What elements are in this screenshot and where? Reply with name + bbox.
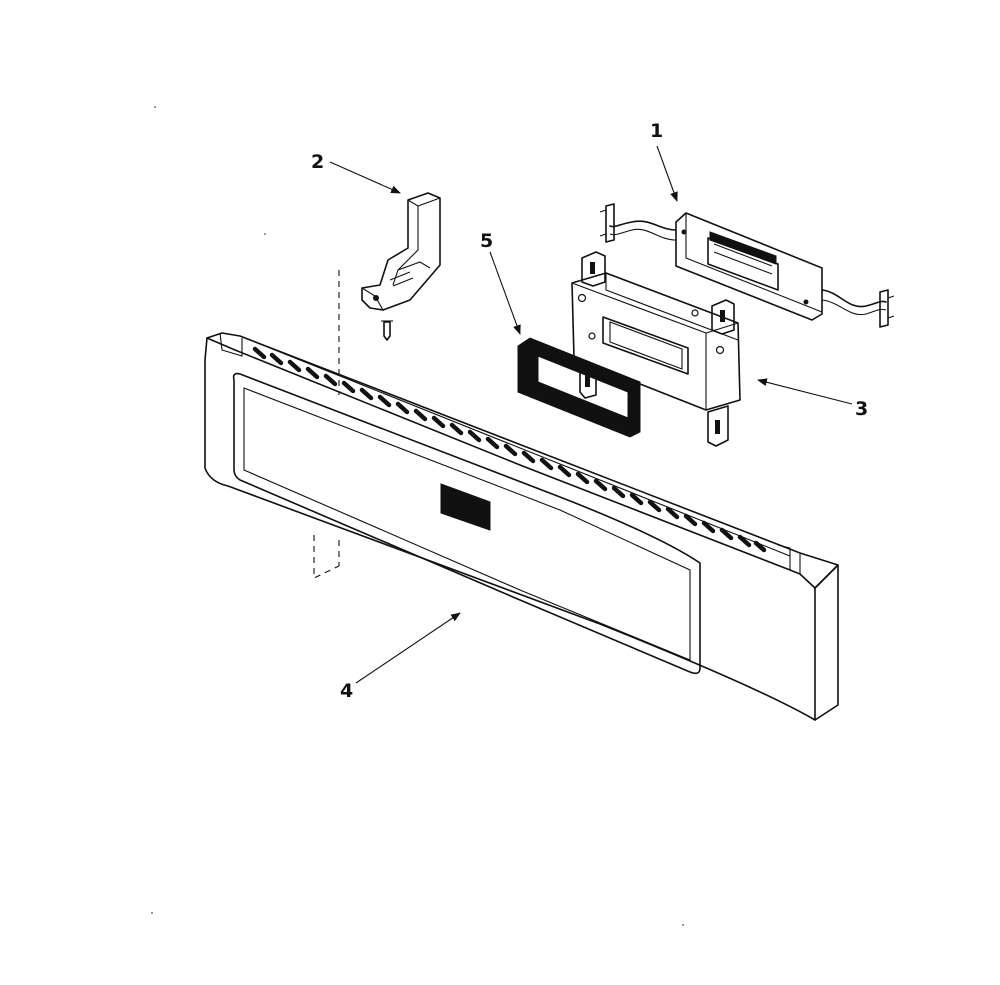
leader-arrow-5 (489, 251, 521, 335)
part-1-circuit-board (599, 203, 895, 328)
part-4-control-panel (204, 270, 839, 721)
callout-5: 5 (480, 230, 493, 252)
part-2-bracket (361, 192, 441, 341)
leader-arrow-2 (329, 161, 401, 194)
panel-top-slots (252, 346, 767, 553)
part-3-display-housing (571, 251, 741, 447)
part-5-gasket (517, 337, 641, 438)
leader-arrow-4 (355, 612, 461, 684)
callout-4: 4 (340, 680, 353, 702)
callout-1: 1 (650, 120, 663, 142)
callout-3: 3 (855, 398, 868, 420)
leader-arrow-1 (656, 145, 678, 202)
leader-arrow-3 (757, 378, 853, 405)
callout-2: 2 (311, 151, 324, 173)
